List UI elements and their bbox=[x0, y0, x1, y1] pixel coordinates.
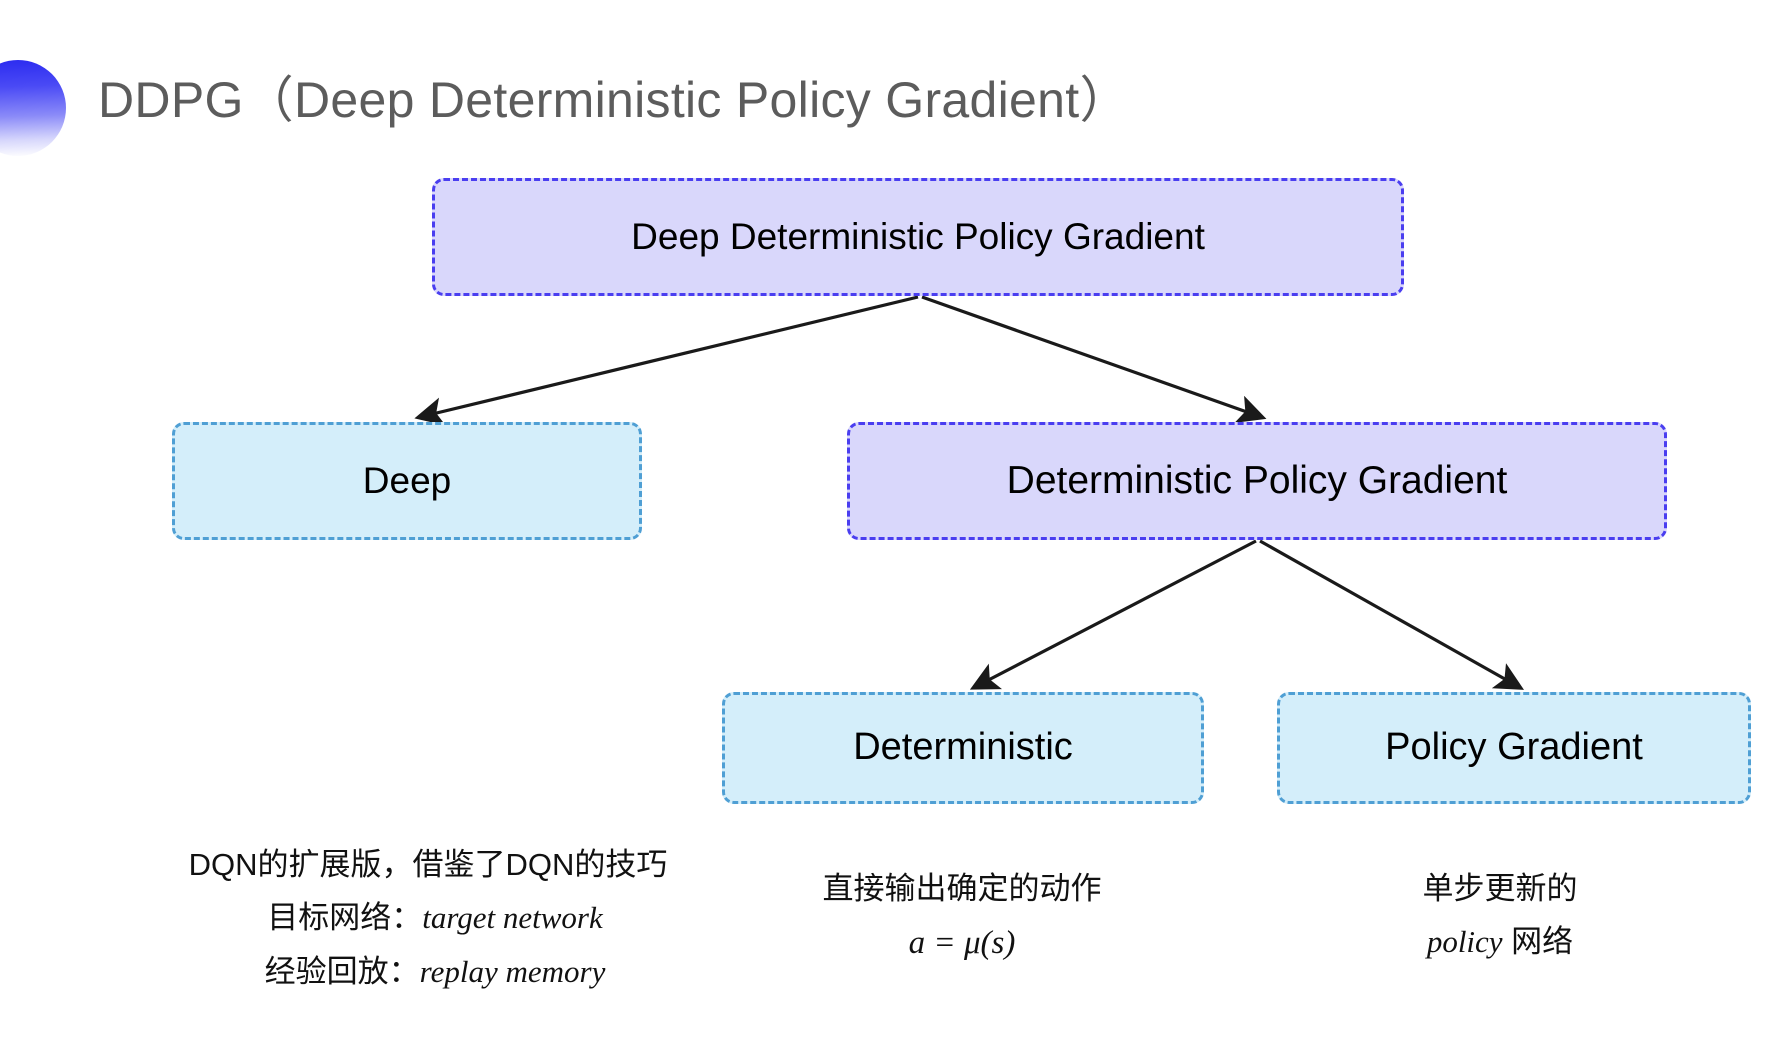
caption-deep-line2: 目标网络：target network bbox=[148, 891, 708, 944]
page-title: DDPG（Deep Deterministic Policy Gradient） bbox=[98, 72, 1130, 128]
caption-deep: DQN的扩展版，借鉴了DQN的技巧 目标网络：target network 经验… bbox=[148, 838, 708, 998]
node-label: Deterministic Policy Gradient bbox=[1006, 458, 1508, 502]
edge-dpg-to-det bbox=[969, 539, 1257, 690]
caption-suffix: 网络 bbox=[1502, 924, 1574, 960]
caption-text: DQN的扩展版，借鉴了DQN的技巧 bbox=[188, 847, 668, 882]
caption-term: target network bbox=[422, 900, 603, 936]
node-deterministic[interactable]: Deterministic bbox=[722, 692, 1204, 804]
caption-text: 直接输出确定的动作 bbox=[822, 871, 1102, 906]
caption-deep-line3: 经验回放：replay memory bbox=[148, 945, 708, 998]
caption-term: policy bbox=[1426, 924, 1503, 960]
caption-deterministic: 直接输出确定的动作 a = μ(s) bbox=[742, 862, 1182, 972]
caption-text: 单步更新的 bbox=[1422, 871, 1578, 906]
node-policy-gradient[interactable]: Policy Gradient bbox=[1277, 692, 1751, 804]
caption-policy-gradient-line1: 单步更新的 bbox=[1280, 862, 1720, 915]
caption-deterministic-line1: 直接输出确定的动作 bbox=[742, 862, 1182, 915]
node-label: Deep Deterministic Policy Gradient bbox=[631, 215, 1205, 257]
caption-label: 目标网络： bbox=[267, 900, 423, 936]
caption-term: replay memory bbox=[419, 953, 606, 989]
node-deep[interactable]: Deep bbox=[172, 422, 642, 540]
node-label: Deep bbox=[362, 459, 452, 501]
edge-root-to-dpg bbox=[921, 295, 1267, 423]
node-label: Policy Gradient bbox=[1385, 726, 1643, 769]
decorative-gradient-blob bbox=[0, 60, 66, 156]
node-deterministic-policy-gradient[interactable]: Deterministic Policy Gradient bbox=[847, 422, 1667, 540]
caption-policy-gradient-line2: policy 网络 bbox=[1280, 915, 1720, 968]
node-deep-deterministic-policy-gradient[interactable]: Deep Deterministic Policy Gradient bbox=[432, 178, 1404, 296]
node-label: Deterministic bbox=[853, 726, 1073, 769]
caption-deep-line1: DQN的扩展版，借鉴了DQN的技巧 bbox=[148, 838, 708, 891]
caption-policy-gradient: 单步更新的 policy 网络 bbox=[1280, 862, 1720, 969]
caption-deterministic-formula: a = μ(s) bbox=[908, 925, 1016, 962]
caption-label: 经验回放： bbox=[264, 953, 420, 989]
edge-root-to-deep bbox=[414, 295, 919, 426]
edge-dpg-to-pg bbox=[1259, 539, 1525, 690]
